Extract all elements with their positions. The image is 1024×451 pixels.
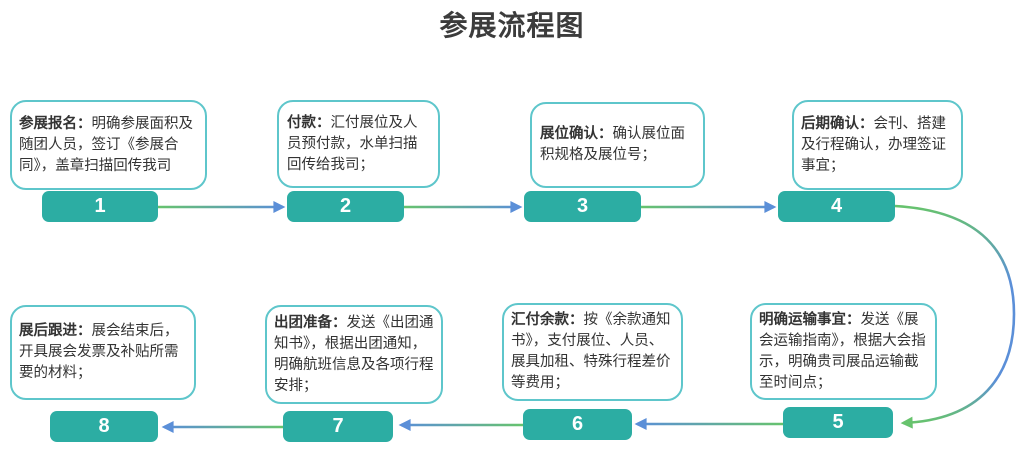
step-1-body: 明确参展面积及随团人员，签订《参展合同》，盖章扫描回传我司 [19, 115, 193, 174]
step-7-number-bar: 7 [283, 411, 393, 442]
step-3-label: 展位确认： [540, 126, 613, 142]
step-5-label: 明确运输事宜： [759, 311, 861, 328]
step-2-number-bar: 2 [287, 191, 404, 222]
step-6-number-bar: 6 [523, 409, 632, 440]
step-4-number-bar: 4 [778, 191, 895, 222]
step-1-number-bar: 1 [42, 191, 158, 222]
step-3-number-bar: 3 [524, 191, 641, 222]
step-4-label: 后期确认： [801, 115, 874, 132]
step-6-note: 汇付余款：按《余款通知书》，支付展位、人员、展具加租、特殊行程差价等费用； [502, 303, 683, 401]
step-1-label: 参展报名： [19, 115, 92, 132]
step-6-text: 汇付余款：按《余款通知书》，支付展位、人员、展具加租、特殊行程差价等费用； [511, 310, 674, 394]
step-7-body: 发送《出团通知书》，根据出团通知，明确航班信息及各项行程安排； [274, 314, 434, 394]
step-4-note: 后期确认：会刊、搭建及行程确认，办理签证事宜； [792, 100, 963, 190]
step-3-text: 展位确认：确认展位面积规格及展位号； [540, 124, 696, 166]
step-6-body: 按《余款通知书》，支付展位、人员、展具加租、特殊行程差价等费用； [511, 312, 671, 391]
step-3-note: 展位确认：确认展位面积规格及展位号； [530, 102, 705, 188]
step-5-note: 明确运输事宜：发送《展会运输指南》，根据大会指示，明确贵司展品运输截至时间点； [750, 303, 937, 400]
step-4-text: 后期确认：会刊、搭建及行程确认，办理签证事宜； [801, 114, 954, 177]
step-7-text: 出团准备：发送《出团通知书》，根据出团通知，明确航班信息及各项行程安排； [274, 313, 434, 397]
step-2-body: 汇付展位及人员预付款，水单扫描回传给我司； [287, 114, 418, 173]
step-8-number-bar: 8 [50, 411, 158, 442]
step-7-label: 出团准备： [274, 314, 347, 331]
step-1-text: 参展报名：明确参展面积及随团人员，签订《参展合同》，盖章扫描回传我司 [19, 114, 198, 177]
step-2-label: 付款： [287, 114, 331, 131]
step-8-body: 展会结束后，开具展会发票及补贴所需要的材料； [19, 323, 179, 381]
step-2-note: 付款：汇付展位及人员预付款，水单扫描回传给我司； [277, 100, 440, 188]
step-1-note: 参展报名：明确参展面积及随团人员，签订《参展合同》，盖章扫描回传我司 [10, 100, 207, 190]
step-8-note: 展后跟进：展会结束后，开具展会发票及补贴所需要的材料； [10, 305, 196, 400]
step-5-body: 发送《展会运输指南》，根据大会指示，明确贵司展品运输截至时间点； [759, 311, 926, 391]
step-2-text: 付款：汇付展位及人员预付款，水单扫描回传给我司； [287, 113, 431, 176]
step-4-body: 会刊、搭建及行程确认，办理签证事宜； [801, 115, 946, 174]
step-5-number-bar: 5 [783, 407, 893, 438]
step-6-label: 汇付余款： [511, 312, 584, 328]
step-3-body: 确认展位面积规格及展位号； [540, 126, 685, 163]
step-8-text: 展后跟进：展会结束后，开具展会发票及补贴所需要的材料； [19, 321, 187, 384]
step-8-label: 展后跟进： [19, 323, 92, 339]
step-5-text: 明确运输事宜：发送《展会运输指南》，根据大会指示，明确贵司展品运输截至时间点； [759, 310, 928, 394]
step-7-note: 出团准备：发送《出团通知书》，根据出团通知，明确航班信息及各项行程安排； [265, 305, 443, 404]
page-title: 参展流程图 [439, 10, 585, 41]
